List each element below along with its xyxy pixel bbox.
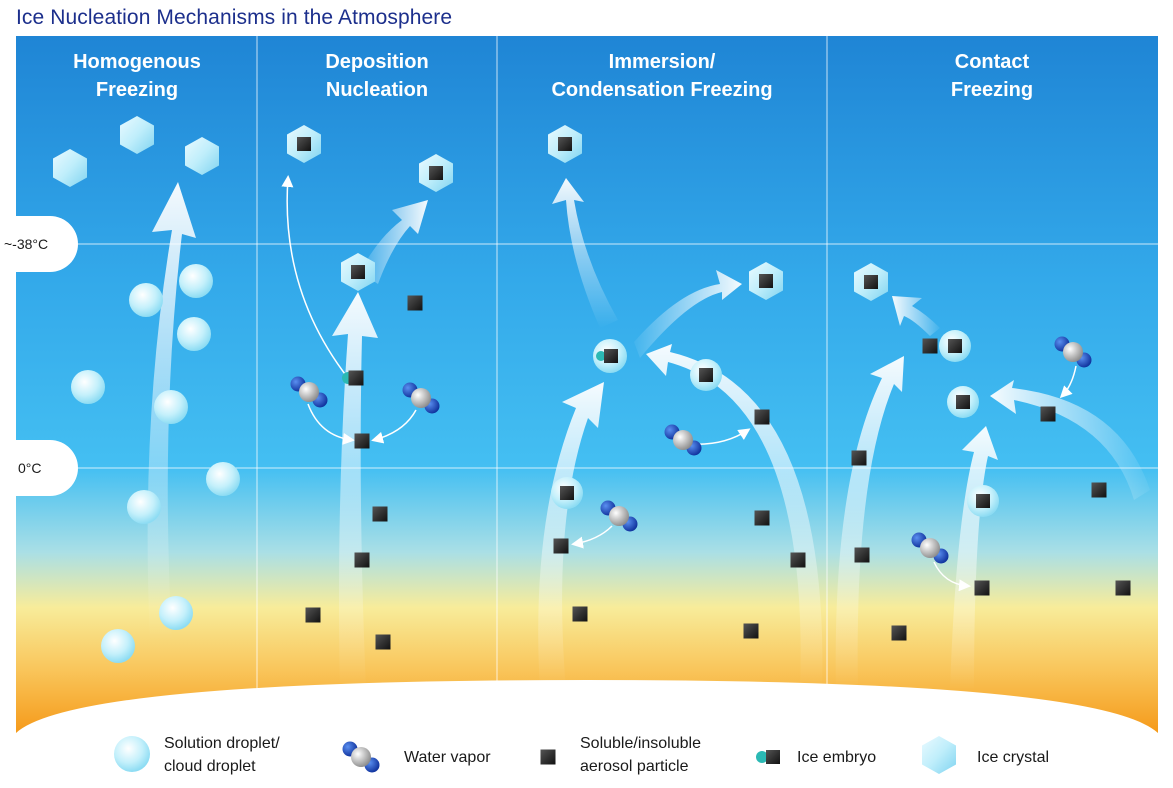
svg-text:Nucleation: Nucleation	[326, 79, 428, 101]
temp-tab-upper: ~-38°C	[0, 216, 78, 272]
svg-text:Freezing: Freezing	[96, 79, 178, 101]
water-vapor-icon	[342, 741, 380, 773]
svg-text:cloud droplet: cloud droplet	[164, 758, 256, 775]
big-arrow	[538, 382, 604, 690]
panel-title-immersion: Immersion/ Condensation Freezing	[551, 51, 772, 101]
legend-droplet: Solution droplet/ cloud droplet	[114, 735, 280, 775]
aerosol-particle-icon	[743, 623, 759, 639]
side-arrow	[360, 200, 428, 284]
droplet-with-embryo-icon	[593, 339, 627, 373]
droplet-icon	[179, 264, 213, 298]
temp-label-lower: 0°C	[18, 460, 42, 476]
big-arrow	[147, 182, 196, 640]
aerosol-particle-icon	[754, 409, 770, 425]
aerosol-particle-icon	[851, 450, 867, 466]
aerosol-particle-icon	[375, 634, 391, 650]
thin-arrow	[371, 409, 417, 444]
legend: Solution droplet/ cloud droplet Water va…	[114, 735, 1049, 775]
droplet-icon	[101, 629, 135, 663]
thin-arrow	[933, 561, 971, 592]
aerosol-particle-icon	[305, 607, 321, 623]
svg-text:Immersion/: Immersion/	[609, 51, 716, 73]
big-arrow	[634, 270, 742, 358]
svg-text:Water vapor: Water vapor	[404, 749, 491, 766]
aerosol-particle-icon	[354, 552, 370, 568]
aerosol-particle-icon	[754, 510, 770, 526]
big-arrow	[646, 344, 823, 690]
aerosol-particle-icon	[540, 749, 556, 765]
droplet-icon	[206, 462, 240, 496]
aerosol-particle-icon	[572, 606, 588, 622]
droplet-icon	[154, 390, 188, 424]
big-arrow	[990, 380, 1150, 500]
aerosol-particle-icon	[1040, 406, 1056, 422]
legend-embryo: Ice embryo	[756, 749, 876, 766]
aerosol-particle-icon	[922, 338, 938, 354]
panel-contact	[835, 263, 1150, 690]
droplet-icon	[129, 283, 163, 317]
thin-arrow	[1059, 365, 1077, 399]
panel-dividers	[256, 36, 828, 705]
thin-arrow	[571, 525, 613, 549]
aerosol-particle-icon	[790, 552, 806, 568]
ice-embryo-icon	[342, 370, 364, 386]
legend-vapor: Water vapor	[342, 741, 491, 773]
panel-homogenous	[53, 116, 240, 663]
svg-text:Ice embryo: Ice embryo	[797, 749, 876, 766]
svg-text:Solution droplet/: Solution droplet/	[164, 735, 280, 752]
droplet-icon	[551, 477, 583, 509]
big-arrow	[892, 296, 940, 336]
aerosol-particle-icon	[891, 625, 907, 641]
thin-arrow	[307, 403, 355, 445]
aerosol-particle-icon	[354, 433, 370, 449]
aerosol-particle-icon	[372, 506, 388, 522]
ice-embryo-icon	[756, 750, 780, 764]
aerosol-particle-icon	[553, 538, 569, 554]
aerosol-particle-icon	[1091, 482, 1107, 498]
svg-text:Condensation Freezing: Condensation Freezing	[551, 79, 772, 101]
page-title: Ice Nucleation Mechanisms in the Atmosph…	[16, 6, 453, 29]
droplet-icon	[71, 370, 105, 404]
panel-deposition	[281, 125, 453, 690]
sky-background	[16, 36, 1158, 733]
droplet-icon	[947, 386, 979, 418]
big-arrow	[950, 426, 998, 690]
droplet-icon	[690, 359, 722, 391]
aerosol-particle-icon	[854, 547, 870, 563]
svg-text:aerosol particle: aerosol particle	[580, 758, 689, 775]
droplet-icon	[114, 736, 150, 772]
temp-tab-lower: 0°C	[0, 440, 78, 496]
big-arrow	[835, 356, 904, 690]
aerosol-particle-icon	[407, 295, 423, 311]
svg-text:Freezing: Freezing	[951, 79, 1033, 101]
thin-arrow	[281, 175, 349, 379]
aerosol-particle-icon	[974, 580, 990, 596]
legend-aerosol: Soluble/insoluble aerosol particle	[540, 735, 701, 775]
ice-crystal-icon	[922, 736, 956, 774]
temp-label-upper: ~-38°C	[4, 236, 48, 252]
panel-title-contact: Contact Freezing	[951, 51, 1033, 101]
panel-title-homogenous: Homogenous Freezing	[73, 51, 201, 101]
svg-text:Contact: Contact	[955, 51, 1030, 73]
svg-text:Soluble/insoluble: Soluble/insoluble	[580, 735, 701, 752]
droplet-icon	[127, 490, 161, 524]
svg-text:Ice crystal: Ice crystal	[977, 749, 1049, 766]
temperature-lines	[16, 243, 1158, 469]
svg-text:Homogenous: Homogenous	[73, 51, 201, 73]
legend-crystal: Ice crystal	[922, 736, 1049, 774]
droplet-icon	[939, 330, 971, 362]
aerosol-particle-icon	[1115, 580, 1131, 596]
droplet-icon	[159, 596, 193, 630]
big-arrow	[332, 292, 378, 690]
panel-title-deposition: Deposition Nucleation	[325, 51, 428, 101]
droplet-icon	[177, 317, 211, 351]
big-arrow	[552, 178, 618, 328]
panel-immersion	[538, 125, 823, 690]
svg-text:Deposition: Deposition	[325, 51, 428, 73]
droplet-icon	[967, 485, 999, 517]
